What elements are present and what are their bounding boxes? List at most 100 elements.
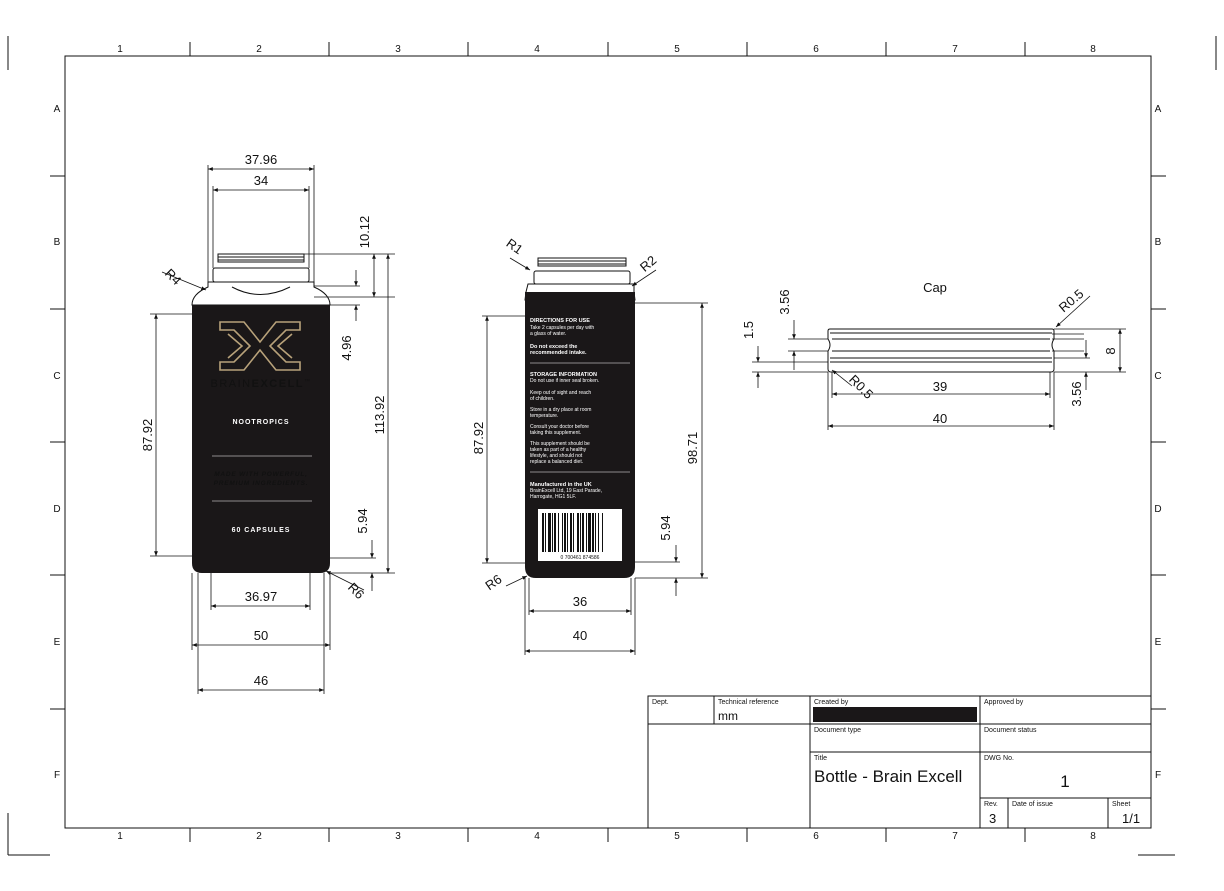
- grid-col-label: 5: [674, 831, 680, 842]
- grid-col-label: 8: [1090, 831, 1096, 842]
- barcode-bar: [554, 513, 556, 552]
- front-dim-base-radius: R6: [345, 580, 367, 602]
- side-storage-line: temperature.: [530, 413, 558, 419]
- barcode-bar: [588, 513, 591, 552]
- barcode-bar: [567, 513, 568, 552]
- side-storage-line: This supplement should be: [530, 441, 590, 447]
- grid-row-label: E: [54, 637, 61, 648]
- grid-col-label: 7: [952, 44, 958, 55]
- front-label-body: [192, 305, 330, 573]
- tb-rev-label: Rev.: [984, 801, 998, 808]
- tb-sheet-value: 1/1: [1122, 811, 1140, 826]
- grid-col-label: 7: [952, 831, 958, 842]
- side-dim-label-height: 87.92: [471, 422, 486, 455]
- cap-dim-base-height: 3.56: [1069, 381, 1084, 406]
- tb-tech-ref-value: mm: [718, 709, 738, 723]
- cap-outline: [827, 328, 1055, 373]
- grid-row-label: F: [1155, 770, 1161, 781]
- grid-col-label: 5: [674, 44, 680, 55]
- side-label-body: [525, 292, 635, 578]
- side-dim-radius-right-top: R2: [637, 252, 659, 274]
- side-storage-line: Do not use if inner seal broken.: [530, 378, 599, 384]
- grid-col-label: 1: [117, 44, 123, 55]
- cap-view: Cap: [741, 280, 1126, 430]
- tb-rev-value: 3: [989, 811, 996, 826]
- tb-title-value: Bottle - Brain Excell: [814, 767, 962, 786]
- front-dim-neck-height: 10.12: [357, 216, 372, 249]
- cap-dim-lip-height: 1.5: [741, 321, 756, 339]
- grid-row-label: D: [1154, 504, 1161, 515]
- grid-col-label: 6: [813, 44, 819, 55]
- side-dim-body-height: 98.71: [685, 432, 700, 465]
- grid-row-label: E: [1155, 637, 1162, 648]
- barcode-bar: [545, 513, 546, 552]
- grid-row-label: F: [54, 770, 60, 781]
- front-dim-body-width: 50: [254, 628, 268, 643]
- grid-col-label: 4: [534, 44, 540, 55]
- side-directions-line: a glass of water.: [530, 331, 566, 337]
- grid-row-label: B: [1155, 237, 1162, 248]
- barcode-bar: [592, 513, 594, 552]
- side-warning-line: Do not exceed the: [530, 344, 577, 350]
- tb-tech-ref-label: Technical reference: [718, 699, 779, 706]
- grid-row-label: C: [1154, 371, 1161, 382]
- barcode-bar: [552, 513, 553, 552]
- barcode-bar: [570, 513, 572, 552]
- cap-dim-radius-top: R0.5: [1056, 286, 1087, 315]
- side-warning-line: recommended intake.: [530, 350, 587, 356]
- barcode-bar: [586, 513, 587, 552]
- side-dimension-lines: [482, 257, 708, 655]
- cap-dim-inner-width: 39: [933, 379, 947, 394]
- tb-doc-type-label: Document type: [814, 727, 861, 734]
- grid-row-label: D: [53, 504, 60, 515]
- barcode-bar: [602, 513, 603, 552]
- barcode-bar: [562, 513, 563, 552]
- side-dim-base-inner-width: 36: [573, 594, 587, 609]
- barcode-bar: [580, 513, 581, 552]
- side-view: DIRECTIONS FOR USE Take 2 capsules per d…: [471, 235, 708, 655]
- tb-doc-status-label: Document status: [984, 727, 1037, 734]
- front-label-tagline-1: MADE WITH POWERFUL,: [214, 471, 308, 478]
- barcode-bar: [573, 513, 574, 552]
- grid-col-label: 2: [256, 831, 262, 842]
- grid-col-label: 1: [117, 831, 123, 842]
- front-dim-total-height: 113.92: [372, 396, 387, 435]
- grid-row-label: B: [54, 237, 61, 248]
- side-directions-line: Take 2 capsules per day with: [530, 325, 594, 331]
- front-view: BRAINEXCELL™ NOOTROPICS MADE WITH POWERF…: [140, 152, 395, 694]
- tb-created-by-label: Created by: [814, 699, 849, 706]
- front-bottle-outline: [191, 253, 331, 306]
- cap-dim-groove-height: 3.56: [777, 289, 792, 314]
- tb-approved-by-label: Approved by: [984, 699, 1024, 706]
- front-dim-base-height: 5.94: [355, 508, 370, 533]
- side-storage-line: of children.: [530, 396, 554, 402]
- cap-dimension-lines: [752, 295, 1126, 430]
- side-dim-radius-left-top: R1: [503, 235, 525, 257]
- front-label-product: NOOTROPICS: [232, 419, 289, 426]
- grid-row-label: C: [53, 371, 60, 382]
- title-block: Dept. Technical reference mm Created by …: [647, 695, 1152, 829]
- grid-col-label: 3: [395, 831, 401, 842]
- tb-dept-label: Dept.: [652, 699, 669, 706]
- side-made-line: Harrogate, HG1 5LF.: [530, 494, 576, 500]
- cap-dim-outer-width: 40: [933, 411, 947, 426]
- side-storage-line: taken as part of a healthy: [530, 447, 587, 453]
- front-dimension-lines: [150, 165, 395, 694]
- tb-date-label: Date of issue: [1012, 801, 1053, 808]
- barcode-bar: [542, 513, 544, 552]
- barcode-bar: [582, 513, 584, 552]
- barcode-bar: [598, 513, 599, 552]
- barcode-bar: [558, 513, 559, 552]
- grid-col-label: 3: [395, 44, 401, 55]
- tb-dwg-value: 1: [1060, 772, 1069, 791]
- side-storage-line: lifestyle, and should not: [530, 453, 583, 459]
- grid-column-labels: 1 2 3 4 5 6 7 8 1 2 3 4 5 6 7 8: [117, 44, 1096, 842]
- front-dim-base-width: 46: [254, 673, 268, 688]
- front-dim-base-inner-width: 36.97: [245, 589, 278, 604]
- tb-dwg-label: DWG No.: [984, 755, 1014, 762]
- front-dim-shoulder-height: 4.96: [339, 335, 354, 360]
- grid-col-label: 2: [256, 44, 262, 55]
- grid-ticks: [50, 42, 1166, 842]
- side-made-line: BrainExcell Ltd, 19 East Parade,: [530, 488, 602, 494]
- cap-dim-radius-bottom: R0.5: [846, 372, 876, 402]
